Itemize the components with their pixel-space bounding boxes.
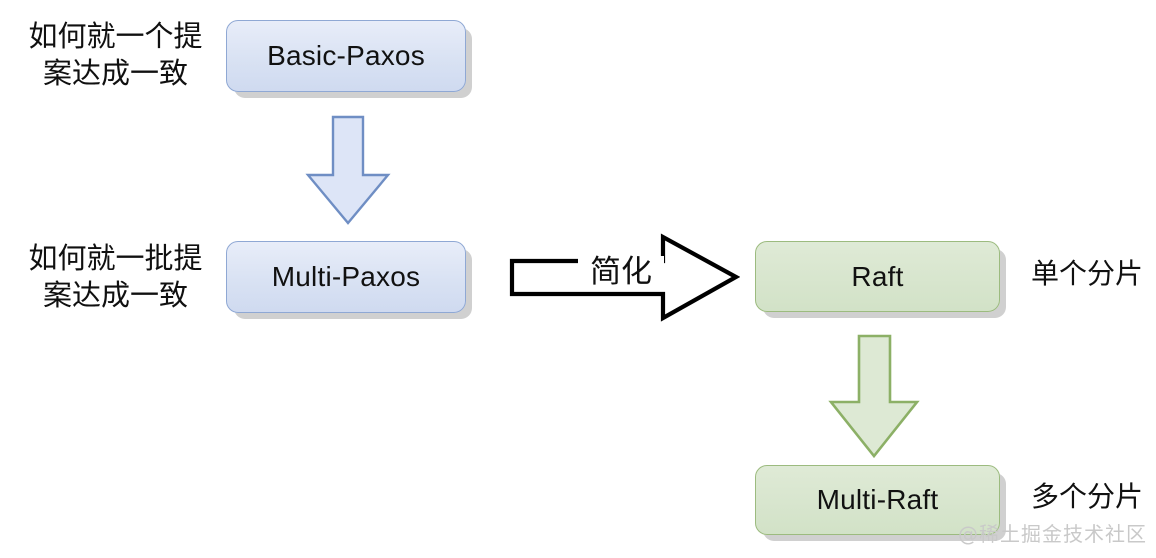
node-basic-paxos[interactable]: Basic-Paxos (226, 20, 466, 92)
caption-multi-raft: 多个分片 (1030, 480, 1143, 513)
node-multi-paxos-label: Multi-Paxos (271, 261, 421, 292)
node-raft[interactable]: Raft (755, 241, 1000, 312)
watermark: @稀土掘金技术社区 (958, 522, 1147, 546)
arrow-label-simplify: 简化 (578, 256, 664, 289)
arrow-basic-to-multi-paxos-icon (305, 115, 391, 225)
node-multi-raft-label: Multi-Raft (816, 484, 939, 515)
caption-raft: 单个分片 (1030, 257, 1143, 290)
node-multi-paxos[interactable]: Multi-Paxos (226, 241, 466, 313)
arrow-raft-to-multiraft-icon (828, 334, 920, 459)
node-multi-raft[interactable]: Multi-Raft (755, 465, 1000, 535)
caption-multi-paxos: 如何就一批提 案达成一致 (28, 241, 203, 313)
node-basic-paxos-label: Basic-Paxos (267, 40, 425, 71)
node-raft-label: Raft (851, 260, 904, 292)
caption-basic-paxos: 如何就一个提 案达成一致 (28, 19, 203, 91)
